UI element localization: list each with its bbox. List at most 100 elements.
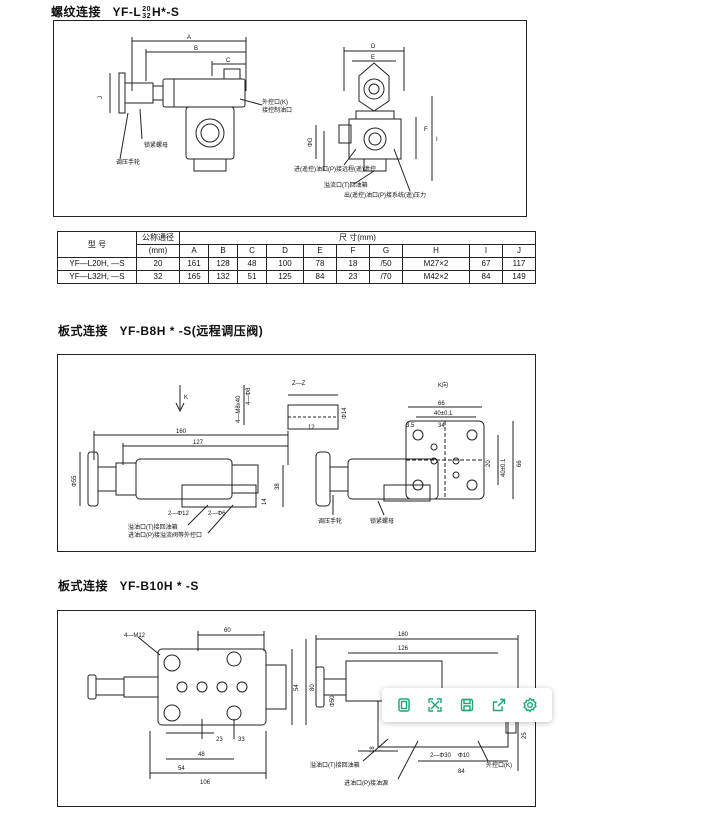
drawing-1-svg: A B C D E F I J ΦG 外控口(K) 接控制油口 锁紧螺母 调压手… <box>98 35 438 199</box>
cell-model: YF—L32H, —S <box>57 270 137 284</box>
dim-14: 14 <box>262 498 268 505</box>
share-button[interactable] <box>488 694 510 716</box>
table-cell: 18 <box>336 257 370 271</box>
dim-i: F <box>424 127 428 133</box>
table-cell: M27×2 <box>402 257 470 271</box>
label-outlet3: 出(遥控)油口(P)接系统(遥)压力 <box>344 191 426 199</box>
table-cell: 84 <box>303 270 337 284</box>
dim-phi10: Φ10 <box>458 753 470 759</box>
image-toolbar <box>382 688 552 722</box>
dim-23: 23 <box>216 737 223 743</box>
table-cell: 67 <box>469 257 503 271</box>
dim-40: 40±0.1 <box>434 411 453 417</box>
dim-d: D <box>371 44 376 50</box>
dim-3-5: 3.5 <box>406 423 415 429</box>
dim-phi-g: J <box>98 96 104 99</box>
dim-38: 38 <box>275 483 281 490</box>
dim-m8: 4—M8x40 <box>236 395 242 423</box>
label-hand-wheel: 调压手轮 <box>116 158 140 166</box>
dim-phi50: Φ50 <box>330 695 336 707</box>
header-dim: G <box>369 244 403 258</box>
table-cell: 161 <box>179 257 209 271</box>
dim-a: A <box>187 35 191 41</box>
drawing-2-svg: K K向 Z—Z 160 127 66 40±0.1 34 3.5 20 40±… <box>72 381 523 539</box>
settings-button[interactable] <box>519 694 541 716</box>
dim-84: 84 <box>458 769 465 775</box>
header-bore: 公称通径 <box>136 231 180 245</box>
table-cell: 132 <box>208 270 238 284</box>
table-cell: 128 <box>208 257 238 271</box>
section-2-heading: 板式连接 YF-B8H * -S(远程调压阀) <box>58 324 264 338</box>
label-drain: 溢流口(T)回油箱 <box>324 181 368 189</box>
dim-phi14: Φ14 <box>342 407 348 419</box>
cell-model: YF—L20H, —S <box>57 257 137 271</box>
table-cell: M42×2 <box>402 270 470 284</box>
header-dim: A <box>179 244 209 258</box>
label-drain: 溢油口(T)接回油箱 <box>310 761 360 769</box>
dim-12: 12 <box>308 425 315 431</box>
table-cell: 51 <box>237 270 267 284</box>
dim-33: 33 <box>238 737 245 743</box>
dimension-table: 型 号 公称通径 尺 寸(mm) (mm) A B C D E F G H I … <box>57 231 536 284</box>
table-cell: 149 <box>502 270 536 284</box>
dim-18: 18 <box>370 746 376 753</box>
dim-20: 20 <box>486 460 492 467</box>
dim-48: 48 <box>198 752 205 758</box>
dim-c: C <box>226 58 231 64</box>
drawing-plate-b8h: K K向 Z—Z 160 127 66 40±0.1 34 3.5 20 40±… <box>57 354 536 552</box>
header-dim: D <box>266 244 304 258</box>
drawing-thread-connection: A B C D E F I J ΦG 外控口(K) 接控制油口 锁紧螺母 调压手… <box>53 20 527 217</box>
fullscreen-button[interactable] <box>424 694 446 716</box>
dim-66-v: 66 <box>517 460 523 467</box>
label-inlet: 进油口(P)接溢流阀等外控口 <box>128 531 202 539</box>
dim-phi8: 4—Φ8 <box>246 387 252 405</box>
label-drain: 溢油口(T)接回油箱 <box>128 523 178 531</box>
settings-icon <box>523 697 537 713</box>
copy-button[interactable] <box>393 694 415 716</box>
section-zz-label: Z—Z <box>292 381 306 387</box>
view-arrow-k: K <box>184 395 188 401</box>
table-subheader-row: (mm) A B C D E F G H I J <box>58 244 536 258</box>
dim-80: 80 <box>310 684 316 691</box>
table-cell: 84 <box>469 270 503 284</box>
dim-e: E <box>371 55 375 61</box>
dim-180: 180 <box>398 632 409 638</box>
label-lock-nut: 锁紧螺母 <box>144 141 168 149</box>
dim-j: I <box>436 137 438 143</box>
dim-66: 66 <box>438 401 445 407</box>
header-dim: I <box>469 244 503 258</box>
label-outlet2: 接控制油口 <box>262 106 292 114</box>
table-cell: 100 <box>266 257 304 271</box>
section-title: 螺纹连接 <box>51 5 102 19</box>
dim-b: B <box>194 46 198 52</box>
table-cell: 23 <box>336 270 370 284</box>
header-dim: F <box>336 244 370 258</box>
cell-bore: 32 <box>136 270 180 284</box>
dim-phi12: 2—Φ12 <box>168 511 189 517</box>
label-inlet: 进油口(P)接油源 <box>344 779 388 787</box>
save-icon <box>460 698 474 712</box>
section-3-heading: 板式连接 YF-B10H * -S <box>58 579 199 593</box>
label-inlet: 进(遥控)油口(P)接远程(遥)泄控 <box>294 165 376 173</box>
dim-54-v: 54 <box>294 684 300 691</box>
dim-phi6: 2—Φ6 <box>208 511 226 517</box>
label-hand-wheel: 调压手轮 <box>318 517 342 525</box>
header-dim: E <box>303 244 337 258</box>
dim-126: 126 <box>398 646 409 652</box>
header-dim: H <box>402 244 470 258</box>
dim-40-v: 40±0.1 <box>501 458 507 477</box>
table-cell: /70 <box>369 270 403 284</box>
header-dim: C <box>237 244 267 258</box>
dim-bh: ΦG <box>308 137 314 147</box>
save-button[interactable] <box>456 694 478 716</box>
table-cell: 78 <box>303 257 337 271</box>
dim-34: 34 <box>438 423 445 429</box>
fullscreen-icon <box>428 698 443 712</box>
copy-icon <box>398 698 410 712</box>
table-row: YF—L32H, —S 32 165 132 51 125 84 23 /70 … <box>57 270 536 284</box>
label-outlet: 外控口(K) <box>486 761 512 769</box>
table-cell: 125 <box>266 270 304 284</box>
dim-4-m12: 4—M12 <box>124 633 146 639</box>
table-cell: 165 <box>179 270 209 284</box>
